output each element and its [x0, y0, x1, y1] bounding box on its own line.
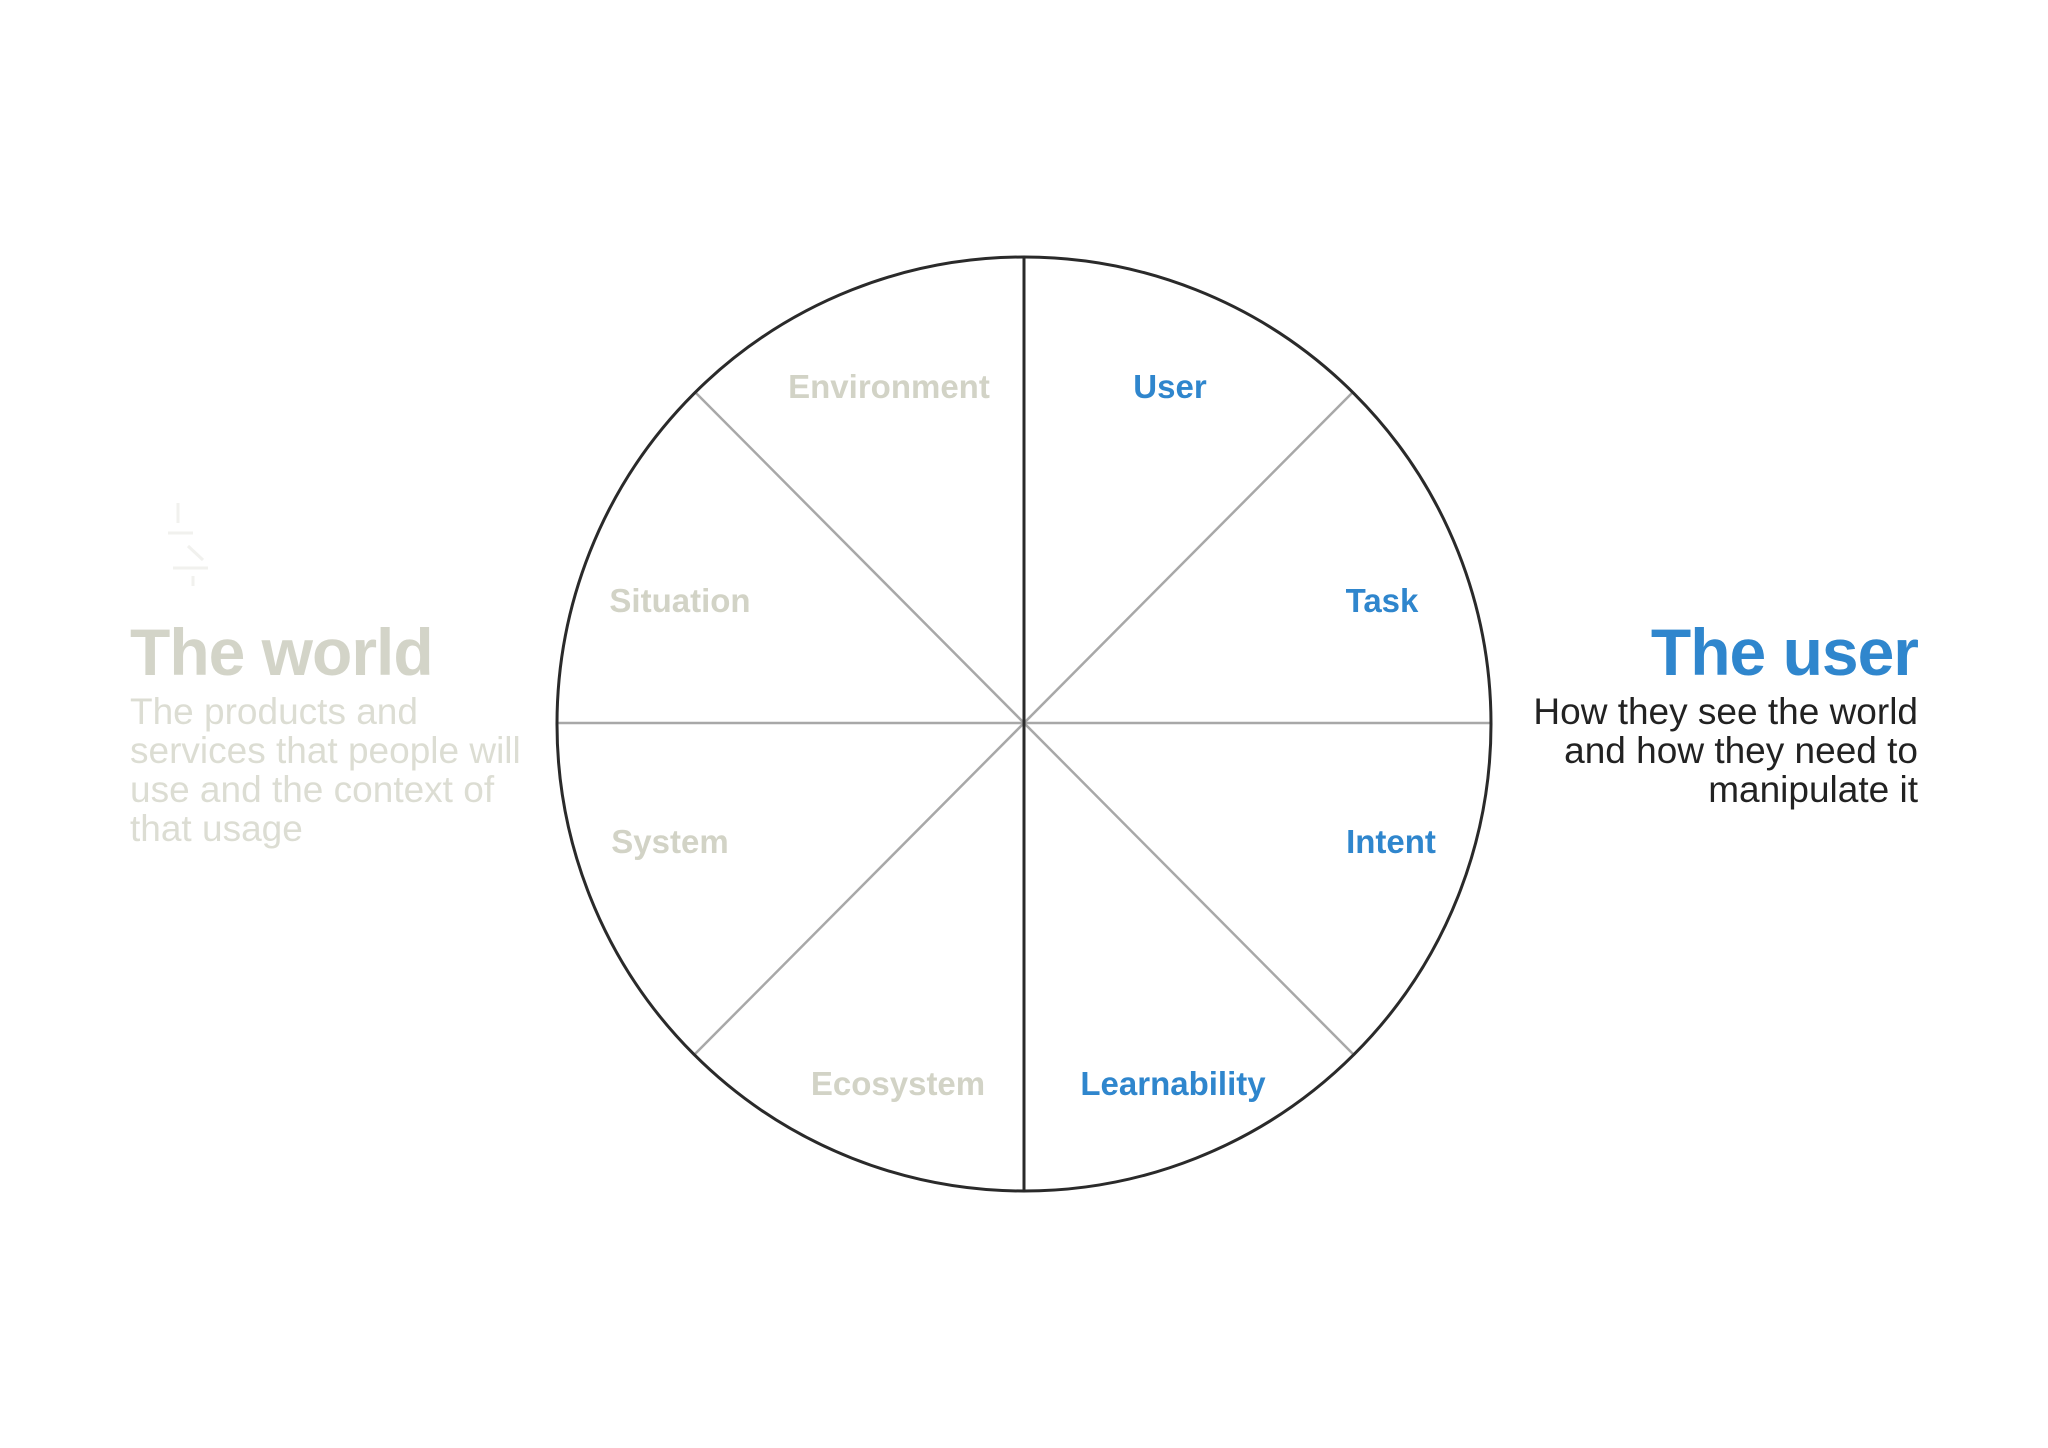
wheel-outer-circle: [555, 255, 1493, 1193]
segment-label-intent: Intent: [1346, 823, 1436, 860]
user-description: How they see the world and how they need…: [1533, 691, 1918, 810]
segment-label-situation: Situation: [609, 582, 750, 619]
world-block: The world The products and services that…: [130, 612, 550, 848]
segment-label-task: Task: [1346, 582, 1419, 619]
user-title: The user: [1650, 615, 1919, 689]
segment-label-learnability: Learnability: [1080, 1065, 1266, 1102]
segment-label-environment: Environment: [788, 368, 990, 405]
world-description: The products and services that people wi…: [130, 691, 521, 849]
segment-label-ecosystem: Ecosystem: [811, 1065, 985, 1102]
world-title: The world: [130, 615, 434, 689]
faint-decoration-icon: [168, 503, 208, 586]
segment-label-system: System: [611, 823, 728, 860]
user-block: The user How they see the world and how …: [1498, 612, 1919, 810]
segment-label-user: User: [1133, 368, 1207, 405]
